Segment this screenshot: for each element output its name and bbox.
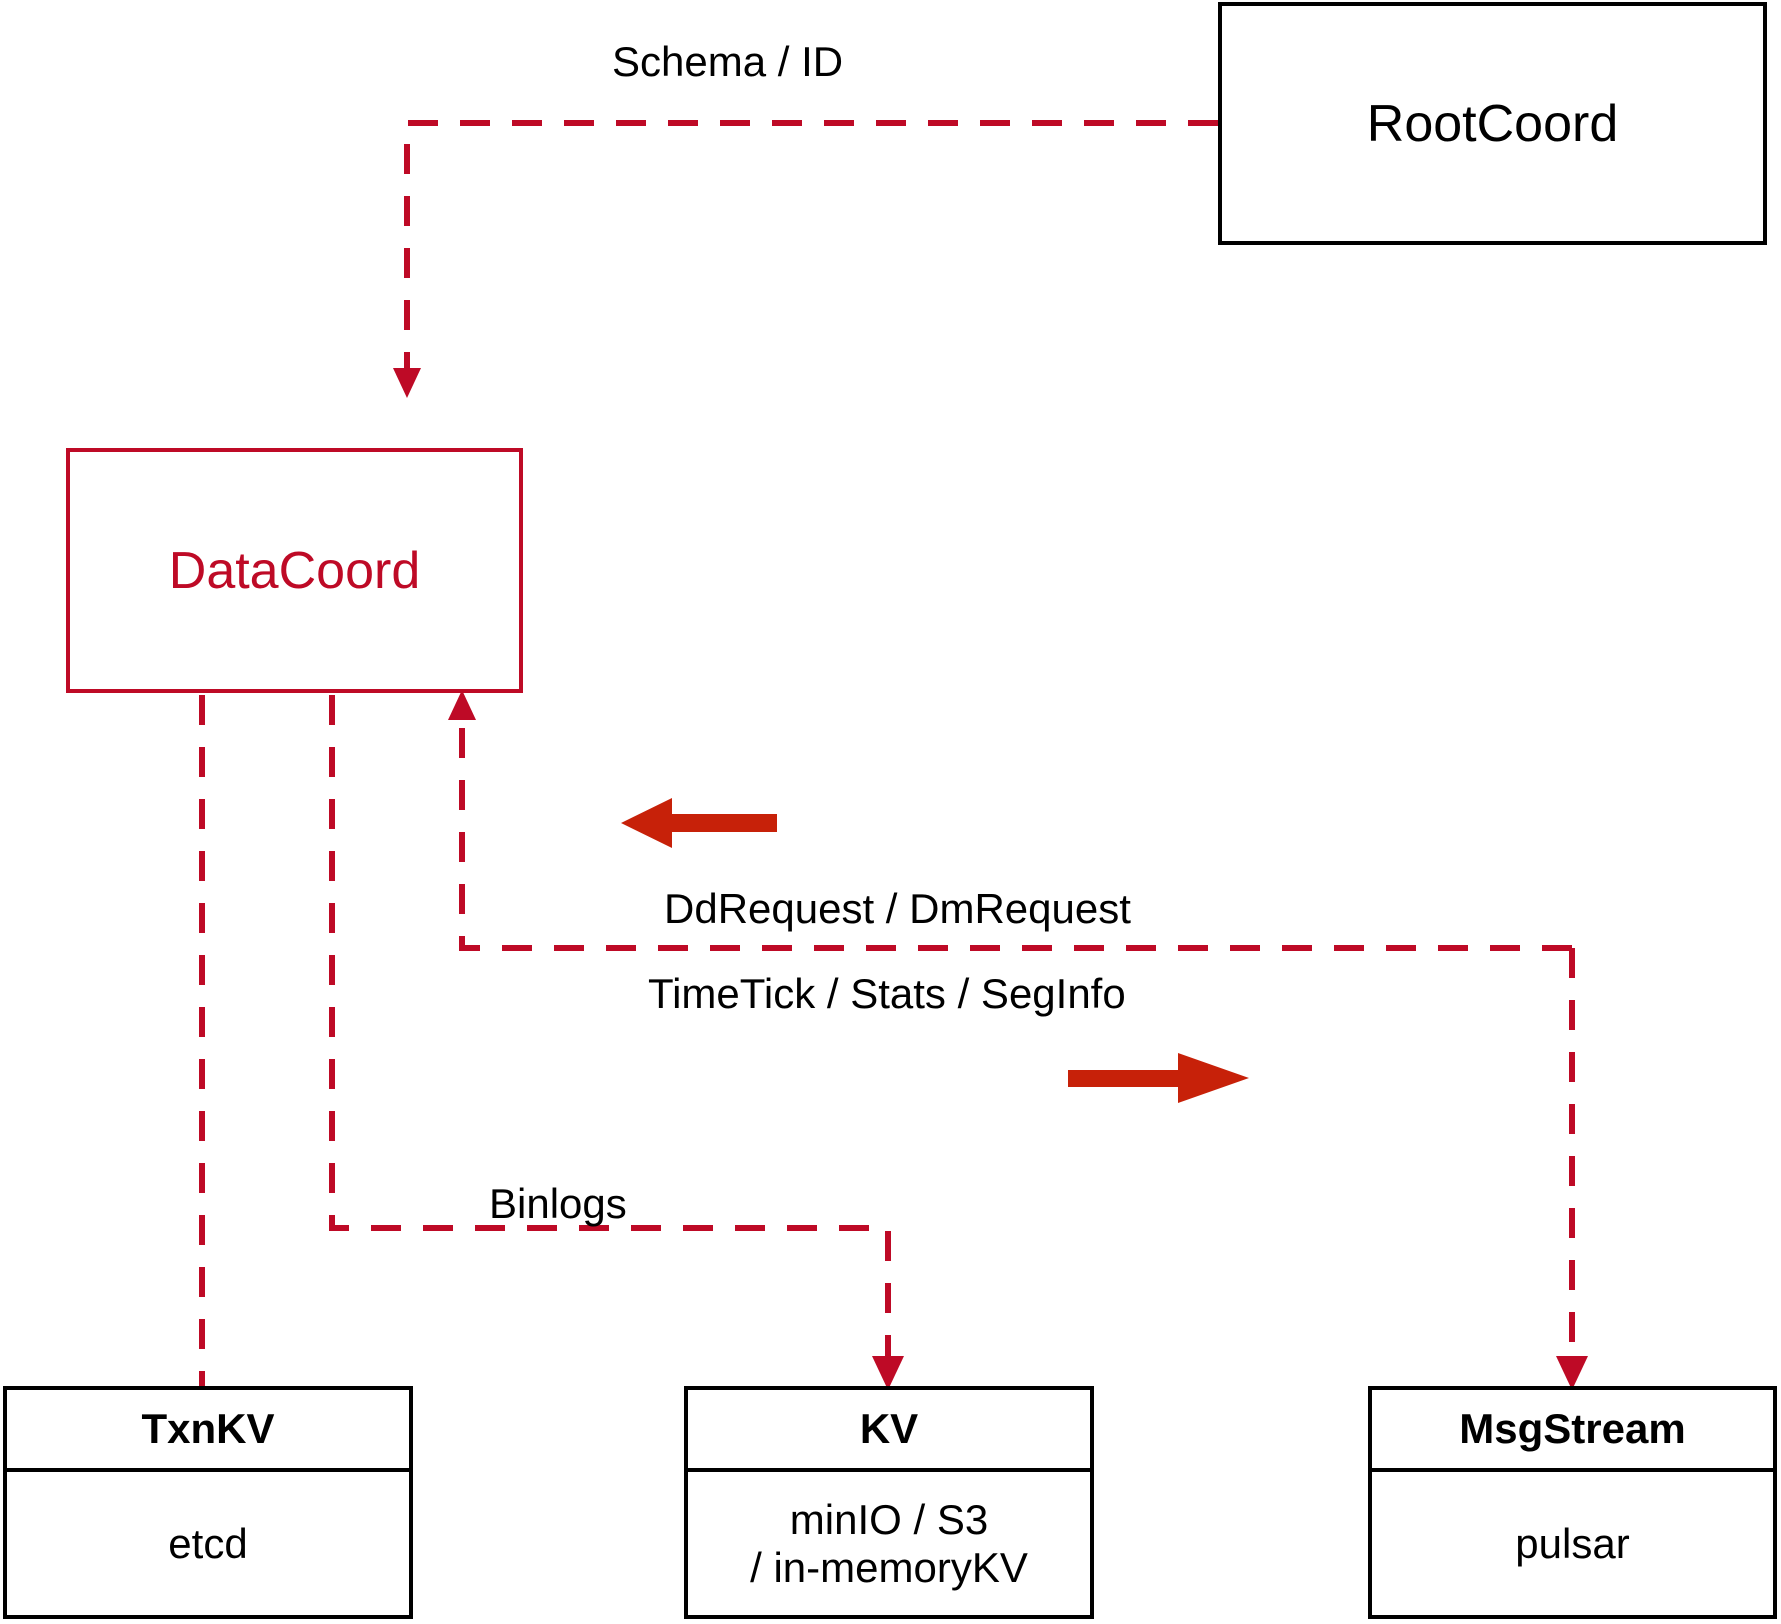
arrow-left-icon	[621, 798, 777, 848]
node-txnkv-divider	[7, 1468, 409, 1472]
arrow-down-icon	[393, 368, 421, 398]
edge-msgstream-datacoord	[448, 690, 1572, 951]
node-kv-body-line1: minIO / S3	[789, 1495, 989, 1543]
edge-datacoord-kv	[329, 695, 904, 1390]
node-datacoord[interactable]: DataCoord	[66, 448, 523, 693]
edge-label-binlogs: Binlogs	[489, 1180, 627, 1227]
node-msgstream-divider	[1372, 1468, 1773, 1472]
node-msgstream-header: MsgStream	[1459, 1405, 1686, 1452]
node-txnkv-header: TxnKV	[141, 1405, 275, 1452]
node-txnkv[interactable]: TxnKV etcd	[3, 1386, 413, 1619]
edge-datacoord-msgstream	[1556, 948, 1588, 1390]
arrow-down-icon	[872, 1356, 904, 1390]
node-kv[interactable]: KV minIO / S3 / in-memoryKV	[684, 1386, 1094, 1619]
node-kv-divider	[688, 1468, 1090, 1472]
node-rootcoord[interactable]: RootCoord	[1218, 2, 1767, 245]
arrow-right-icon	[1068, 1053, 1249, 1103]
arrow-down-icon	[1556, 1356, 1588, 1390]
arrow-up-icon	[448, 690, 476, 720]
node-kv-body: minIO / S3 / in-memoryKV	[688, 1472, 1090, 1615]
edge-label-schema-id: Schema / ID	[612, 38, 844, 85]
node-datacoord-label: DataCoord	[168, 541, 421, 600]
edge-label-dd-dm-request: DdRequest / DmRequest	[664, 885, 1131, 932]
node-txnkv-body: etcd	[168, 1519, 248, 1567]
node-kv-body-line2: / in-memoryKV	[750, 1543, 1028, 1591]
edge-schema-id	[393, 120, 1218, 398]
node-rootcoord-label: RootCoord	[1366, 94, 1619, 153]
node-kv-header: KV	[859, 1405, 919, 1452]
node-msgstream[interactable]: MsgStream pulsar	[1368, 1386, 1777, 1619]
node-msgstream-body: pulsar	[1515, 1519, 1630, 1567]
edge-label-timetick-stats-seginfo: TimeTick / Stats / SegInfo	[648, 970, 1126, 1017]
